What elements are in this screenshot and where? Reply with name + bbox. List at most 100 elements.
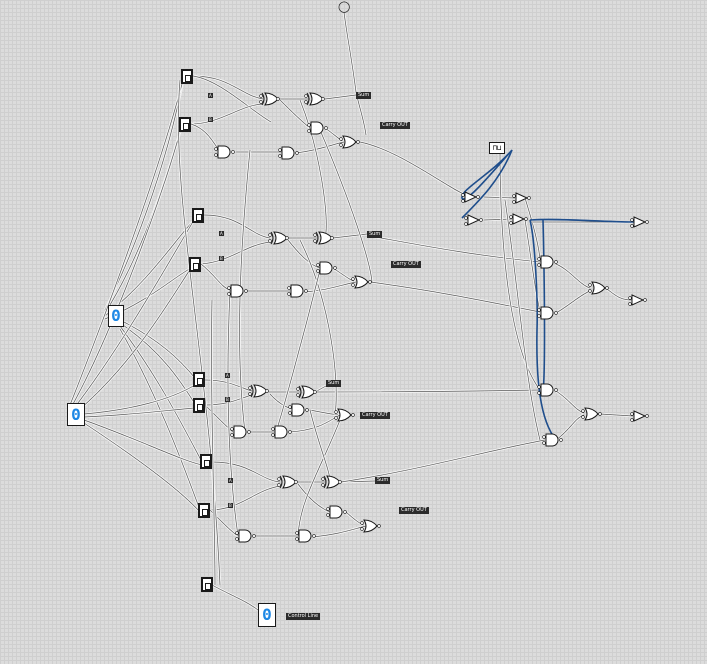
clock-wire — [529, 219, 557, 441]
carry2 — [303, 281, 357, 293]
carry1-out — [359, 141, 471, 198]
not-gate[interactable] — [630, 216, 649, 228]
toggle-switch-a4[interactable] — [200, 454, 212, 469]
cross — [239, 149, 251, 433]
not-gate[interactable] — [464, 214, 483, 226]
toggle-switch-b2[interactable] — [189, 257, 201, 272]
display-bus-wire — [103, 79, 185, 311]
toggle-switch-control[interactable] — [201, 577, 213, 592]
toggle-switch-b3[interactable] — [193, 398, 205, 413]
carry-out-label-4: Carry OUT — [399, 507, 429, 514]
xor-gate[interactable] — [296, 385, 317, 399]
and-gate[interactable] — [307, 121, 328, 135]
xor-gate[interactable] — [313, 231, 334, 245]
control-line-label: Control Line — [286, 613, 321, 620]
or-gate[interactable] — [581, 407, 602, 421]
cross — [227, 289, 239, 537]
or-gate[interactable] — [360, 519, 381, 533]
not-gate[interactable] — [509, 213, 528, 225]
and-gate[interactable] — [278, 146, 299, 160]
b1-wire — [190, 122, 221, 152]
display-bus-wire — [83, 419, 203, 466]
input-tag-b3: B — [225, 397, 230, 402]
and-gate[interactable] — [537, 383, 558, 397]
toggle-switch-a1[interactable] — [181, 69, 193, 84]
sum-label-1: Sum — [356, 92, 372, 99]
not-gate[interactable] — [512, 192, 531, 204]
and-gate[interactable] — [287, 284, 308, 298]
carry4 — [312, 524, 367, 539]
and-gate[interactable] — [295, 529, 316, 543]
sum-label-2: Sum — [367, 231, 383, 238]
toggle-switch-a3[interactable] — [193, 372, 205, 387]
input-tag-a4: A — [228, 478, 233, 483]
r4 — [606, 288, 633, 301]
a4 — [211, 461, 281, 483]
or-gate[interactable] — [351, 275, 372, 289]
display-bus-wire — [83, 422, 201, 513]
a1-wire — [192, 75, 272, 123]
wire-layer — [66, 11, 635, 612]
display-bus-wire — [104, 79, 184, 311]
and-gate[interactable] — [537, 255, 558, 269]
not-gate[interactable] — [630, 410, 649, 422]
and-gate[interactable] — [542, 433, 563, 447]
clock-wire — [542, 219, 546, 391]
sum4-out — [340, 439, 546, 483]
toggle-switch-a2[interactable] — [192, 208, 204, 223]
xor-gate[interactable] — [248, 384, 269, 398]
and-gate[interactable] — [235, 529, 256, 543]
seven-segment-display-2: 0 — [67, 403, 85, 426]
and-gate[interactable] — [537, 306, 558, 320]
b2-wire — [200, 241, 271, 265]
toggle-switch-b1[interactable] — [179, 117, 191, 132]
xor-gate[interactable] — [304, 92, 325, 106]
light-bulb-icon: ◯ — [338, 0, 351, 13]
seven-segment-display-3: 0 — [258, 603, 276, 627]
carry-out-label-1: Carry OUT — [380, 122, 410, 129]
cross — [226, 289, 240, 537]
xor-gate[interactable] — [268, 231, 289, 245]
and-gate[interactable] — [271, 425, 292, 439]
r3 — [555, 290, 591, 314]
clock-icon[interactable]: ⊓⊔ — [489, 142, 505, 154]
display-bus-wire — [211, 584, 259, 611]
cross — [319, 129, 373, 283]
xor-gate[interactable] — [259, 92, 280, 106]
carry-out-label-3: Carry OUT — [360, 412, 390, 419]
carry1 — [295, 141, 345, 154]
b3 — [204, 404, 234, 433]
display-bus-wire — [67, 267, 192, 420]
and-gate[interactable] — [230, 425, 251, 439]
and-gate[interactable] — [288, 403, 309, 417]
a2 — [286, 239, 321, 270]
input-tag-b4: B — [228, 503, 233, 508]
xor-gate[interactable] — [277, 475, 298, 489]
or-gate[interactable] — [339, 135, 360, 149]
or-gate[interactable] — [334, 408, 355, 422]
xor-gate[interactable] — [321, 475, 342, 489]
b1-wire — [190, 103, 264, 125]
b4 — [209, 485, 281, 511]
a1-wire — [279, 99, 311, 129]
r3 — [555, 263, 591, 289]
and-gate[interactable] — [326, 505, 347, 519]
cross — [299, 99, 327, 239]
toggle-switch-b4[interactable] — [198, 503, 210, 518]
or-gate[interactable] — [588, 281, 609, 295]
and-gate[interactable] — [214, 145, 235, 159]
display-bus-wire — [104, 219, 195, 318]
display-bus-wire — [119, 328, 201, 511]
sum3-out — [314, 389, 541, 393]
display-digit: 0 — [262, 605, 272, 624]
not-gate[interactable] — [628, 294, 647, 306]
cross — [275, 269, 321, 433]
input-tag-a1: A — [208, 93, 213, 98]
and-gate[interactable] — [227, 284, 248, 298]
and-gate[interactable] — [316, 261, 337, 275]
r10 — [499, 149, 541, 391]
not-gate[interactable] — [461, 191, 480, 203]
a1-wire — [192, 75, 264, 100]
clock-wire — [461, 149, 513, 200]
